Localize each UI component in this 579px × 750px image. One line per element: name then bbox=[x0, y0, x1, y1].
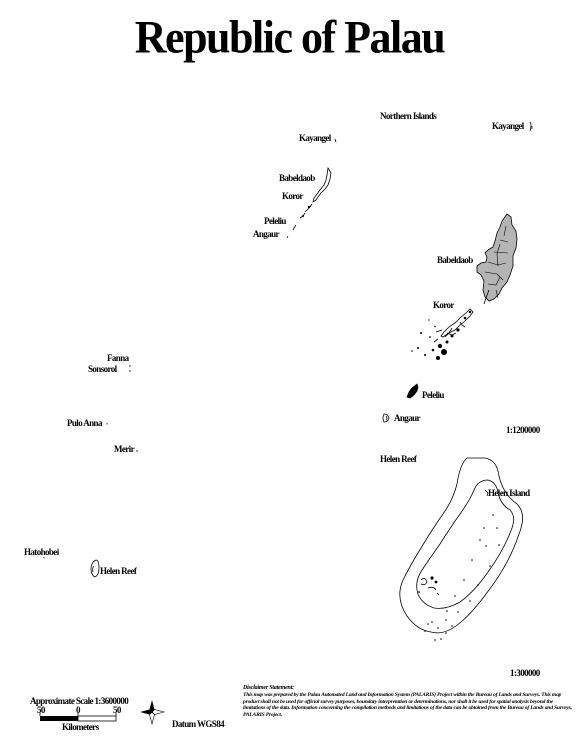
scale-tick-right: 50 bbox=[113, 705, 121, 715]
disclaimer-heading: Disclaimer Statement: bbox=[243, 685, 294, 691]
disclaimer-body: This map was prepared by the Palau Autom… bbox=[243, 691, 572, 719]
scale-tick-zero: 0 bbox=[76, 705, 80, 715]
inset-northern-islands bbox=[382, 121, 533, 423]
helen-reef-outer-contour bbox=[399, 457, 523, 634]
peleliu-island-small bbox=[292, 224, 297, 231]
babeldaob-island-small bbox=[312, 166, 332, 203]
label-angaur-small: Angaur bbox=[253, 229, 280, 239]
map-title: Republic of Palau bbox=[134, 11, 446, 64]
scale-units: Kilometers bbox=[62, 722, 99, 732]
koror-rock-islands bbox=[440, 308, 474, 338]
scale-tick-left: 50 bbox=[37, 705, 45, 715]
helen-reef-small bbox=[90, 559, 100, 578]
angaur-island-small bbox=[286, 235, 289, 239]
babeldaob-state-lines bbox=[484, 225, 509, 299]
label-koror: Koror bbox=[433, 300, 454, 310]
inset-north-scale: 1:1200000 bbox=[506, 425, 540, 435]
label-helen-reef-small: Helen Reef bbox=[100, 566, 137, 576]
angaur-island bbox=[382, 413, 390, 423]
inset-helen-reef bbox=[399, 457, 523, 641]
label-babeldaob-small: Babeldaob bbox=[279, 173, 315, 183]
inset-helen-header: Helen Reef bbox=[380, 454, 417, 464]
inset-helen-scale: 1:300000 bbox=[510, 668, 540, 678]
peleliu-island bbox=[406, 383, 419, 399]
scale-bar bbox=[39, 713, 117, 722]
kayangel-atoll-small bbox=[334, 138, 337, 143]
rock-island-dots bbox=[411, 310, 472, 360]
label-helen-island: Helen Island bbox=[488, 488, 530, 498]
label-sonsorol: Sonsorol bbox=[88, 364, 117, 374]
inset-north-header: Northern Islands bbox=[380, 111, 437, 121]
label-fanna: Fanna bbox=[107, 353, 129, 363]
datum-label: Datum WGS84 bbox=[172, 719, 225, 729]
helen-reef-lagoon-dots bbox=[418, 514, 500, 641]
helen-island bbox=[484, 489, 489, 497]
label-koror-small: Koror bbox=[282, 191, 303, 201]
label-kayangel: Kayangel bbox=[492, 121, 524, 131]
label-babeldaob: Babeldaob bbox=[437, 255, 473, 265]
disclaimer-statement: Disclaimer Statement: This map was prepa… bbox=[243, 685, 573, 719]
helen-reef-inner-contour bbox=[416, 479, 514, 609]
scale-bar-segment-2 bbox=[77, 715, 117, 722]
label-peleliu: Peleliu bbox=[422, 390, 444, 400]
compass-rose-icon bbox=[140, 700, 166, 726]
label-pulo-anna: Pulo Anna bbox=[67, 418, 102, 428]
label-hatohobei: Hatohobei bbox=[24, 547, 59, 557]
label-kayangel-small: Kayangel bbox=[299, 133, 331, 143]
scale-bar-segment-1 bbox=[40, 716, 78, 721]
kayangel-atoll bbox=[529, 121, 532, 132]
label-angaur: Angaur bbox=[394, 413, 421, 423]
overview-map bbox=[43, 138, 337, 578]
scale-label: Approximate Scale 1:3600000 bbox=[30, 696, 129, 706]
koror-islands-small bbox=[299, 203, 313, 219]
label-merir: Merir bbox=[114, 444, 135, 454]
label-peleliu-small: Peleliu bbox=[264, 216, 286, 226]
